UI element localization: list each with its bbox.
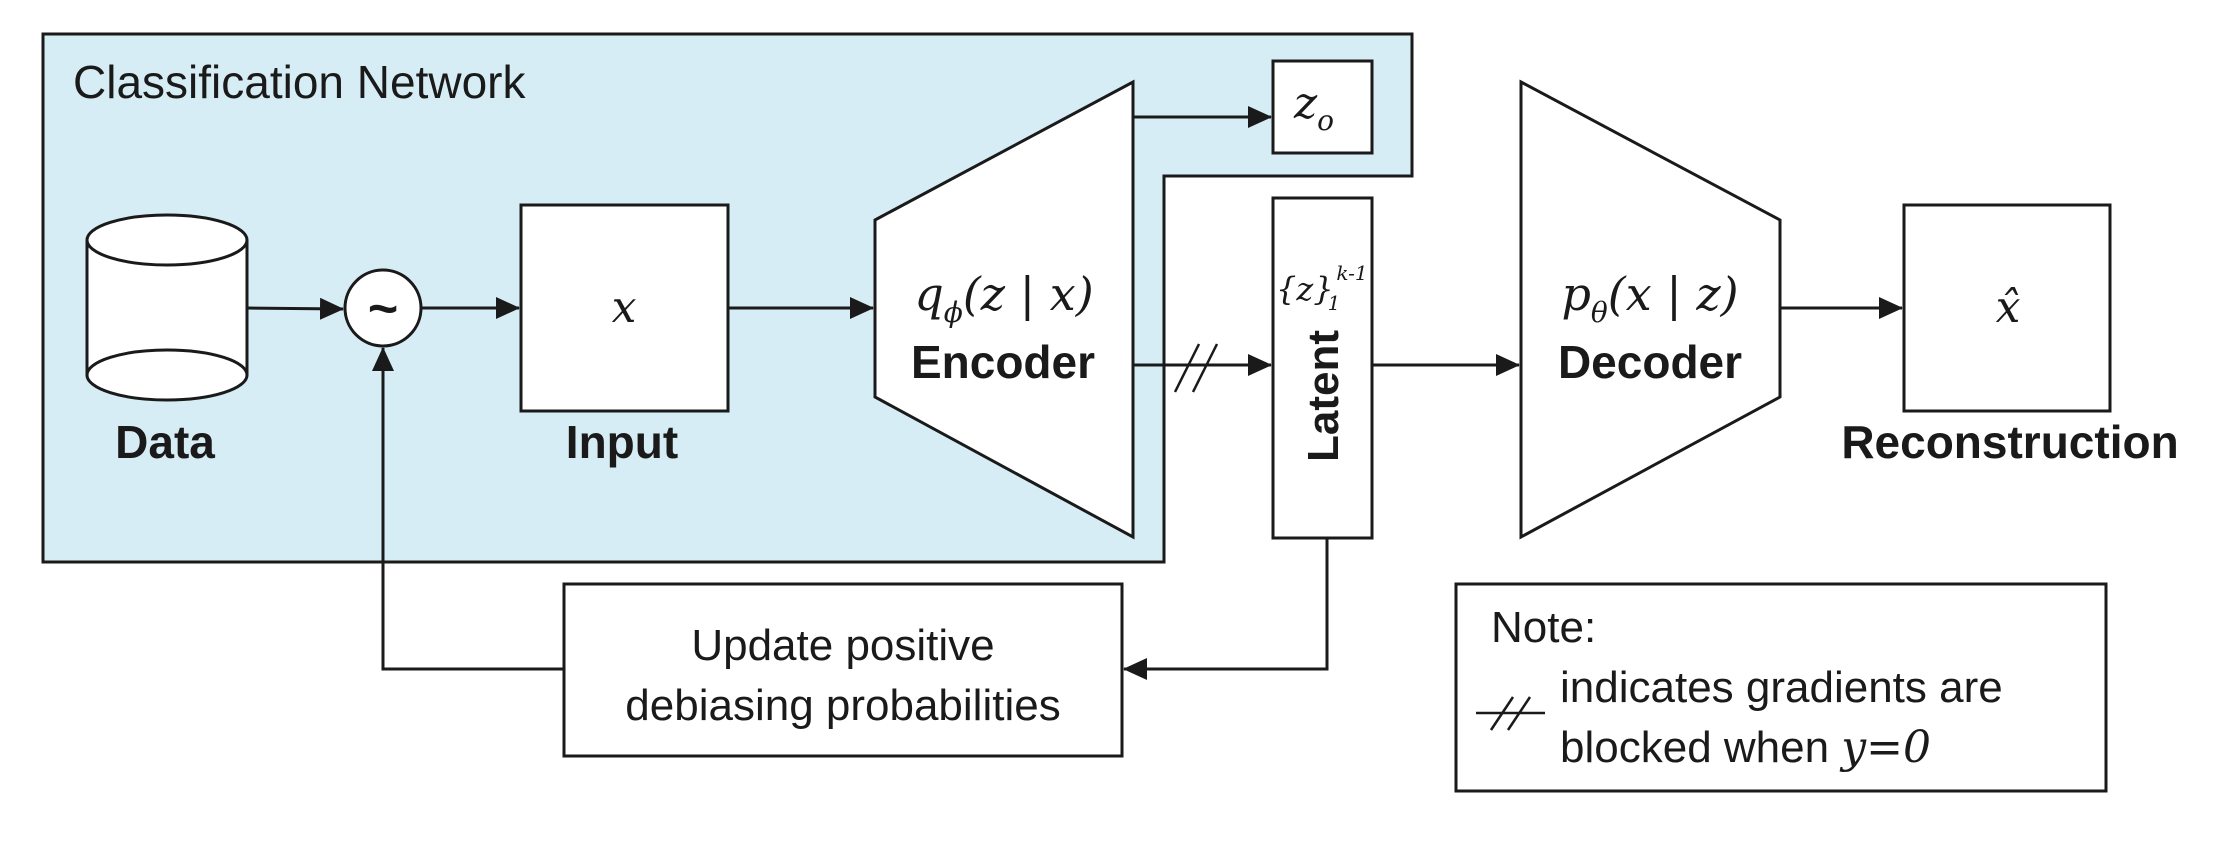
reconstruction-symbol: x̂ (1996, 282, 2021, 333)
latent-sup: k-1 (1336, 261, 1367, 285)
note-line2-math: y=0 (1839, 722, 1931, 773)
encoder-args: (z | x) (963, 267, 1094, 321)
input-label: Input (566, 416, 678, 468)
encoder-shape (873, 79, 1135, 540)
encoder-q-sub: ϕ (944, 296, 963, 329)
latent-set: {z}1 k-1 (1276, 261, 1368, 315)
input-symbol: x (612, 282, 637, 333)
z-o-box (1271, 59, 1374, 155)
latent-label: Latent (1299, 330, 1348, 462)
note-line2: blocked when y=0 (1560, 722, 1931, 773)
reconstruction-label: Reconstruction (1841, 416, 2178, 468)
note-line1: indicates gradients are (1560, 663, 2003, 712)
update-line1: Update positive (691, 621, 994, 670)
z-o-sub: o (1317, 104, 1334, 137)
decoder-formula: pθ(x | z) (1561, 267, 1738, 329)
encoder-q: q (914, 267, 943, 321)
encoder-label: Encoder (911, 336, 1095, 388)
data-label: Data (115, 416, 215, 468)
decoder-p-sub: θ (1591, 296, 1608, 329)
latent-box (1271, 196, 1374, 540)
reconstruction-box (1902, 203, 2112, 413)
input-box (519, 203, 730, 413)
decoder-args: (x | z) (1608, 267, 1739, 321)
note-line2-prefix: blocked when (1560, 723, 1841, 772)
latent-sub: 1 (1328, 291, 1341, 315)
sampling-symbol: ~ (368, 280, 398, 338)
connectors (246, 106, 1903, 680)
note-title: Note: (1491, 603, 1596, 652)
gradient-block-marker-icon (1173, 343, 1219, 393)
arrow-update-to-sampling (372, 347, 564, 671)
decoder-label: Decoder (1558, 336, 1742, 388)
classification-network-title: Classification Network (73, 56, 526, 108)
decoder-shape (1519, 79, 1782, 540)
gradient-block-icon (1476, 696, 1545, 731)
note-box (1454, 582, 2108, 793)
data-cylinder-icon (85, 213, 249, 402)
z-o-z: z (1293, 78, 1318, 129)
update-line2: debiasing probabilities (625, 681, 1060, 730)
latent-set-z: {z} (1276, 270, 1334, 308)
decoder-p: p (1561, 267, 1590, 321)
z-o-symbol: zo (1293, 78, 1334, 137)
encoder-formula: qϕ(z | x) (914, 267, 1093, 329)
update-box (562, 582, 1124, 758)
arrow-latent-to-update (1123, 538, 1329, 680)
arrow-data-to-sampling (246, 297, 344, 320)
